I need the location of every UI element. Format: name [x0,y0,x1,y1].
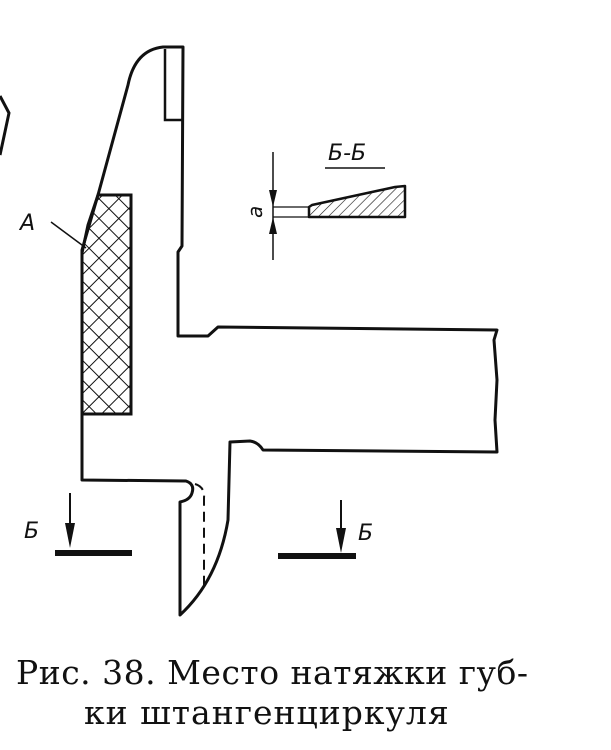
cut-arrow-right-head [336,528,346,553]
dimension-label-a: a [243,206,267,218]
caption-line-1: Рис. 38. Место натяжки губ- [16,653,529,692]
adjacent-part-outline [0,95,11,156]
cut-line-left [55,550,132,556]
cut-line-right [278,553,356,559]
hidden-edge-dashed [194,483,206,588]
upper-jaw-outline [80,45,499,617]
leader-line-a [50,221,87,249]
dimension-arrow-up [269,217,277,234]
dimension-arrow-down [269,190,277,207]
caption-line-2: ки штангенциркуля [84,693,450,732]
cut-label-right: Б [358,521,373,546]
cut-arrow-left-head [65,523,75,548]
jaw-slot [163,49,182,122]
hatched-region-a [80,193,133,416]
label-a: А [18,211,35,236]
cut-label-left: Б [24,519,39,544]
caliper-jaw-drawing: А Б-Б a Б Б [0,45,499,617]
section-title: Б-Б [328,141,366,166]
section-profile [307,184,407,219]
